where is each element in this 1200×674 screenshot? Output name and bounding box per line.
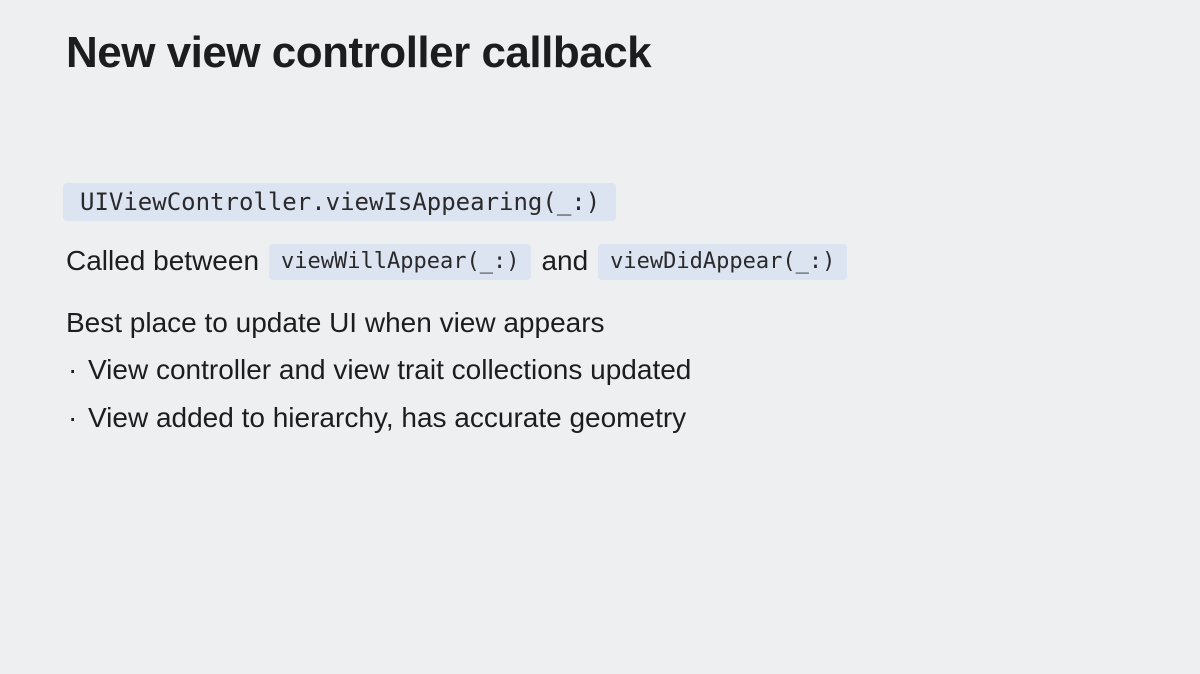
slide-title: New view controller callback xyxy=(66,28,652,77)
bullet-dot-icon: · xyxy=(68,402,78,433)
bullet-item: · View added to hierarchy, has accurate … xyxy=(66,400,691,436)
called-between-conjunction: and xyxy=(541,245,589,276)
bullet-item: · View controller and view trait collect… xyxy=(66,352,691,388)
view-will-appear-code: viewWillAppear(_:) xyxy=(269,244,532,280)
api-signature-code: UIViewController.viewIsAppearing(_:) xyxy=(63,183,617,221)
view-did-appear-code: viewDidAppear(_:) xyxy=(598,244,848,280)
called-between-prefix: Called between xyxy=(66,245,260,276)
bullet-text: View controller and view trait collectio… xyxy=(88,354,692,385)
bullet-dot-icon: · xyxy=(68,354,78,385)
bullet-text: View added to hierarchy, has accurate ge… xyxy=(88,402,687,433)
bullet-list: · View controller and view trait collect… xyxy=(66,352,691,448)
summary-line: Best place to update UI when view appear… xyxy=(66,307,605,338)
called-between-line: Called between viewWillAppear(_:) and viewD… xyxy=(66,243,848,280)
